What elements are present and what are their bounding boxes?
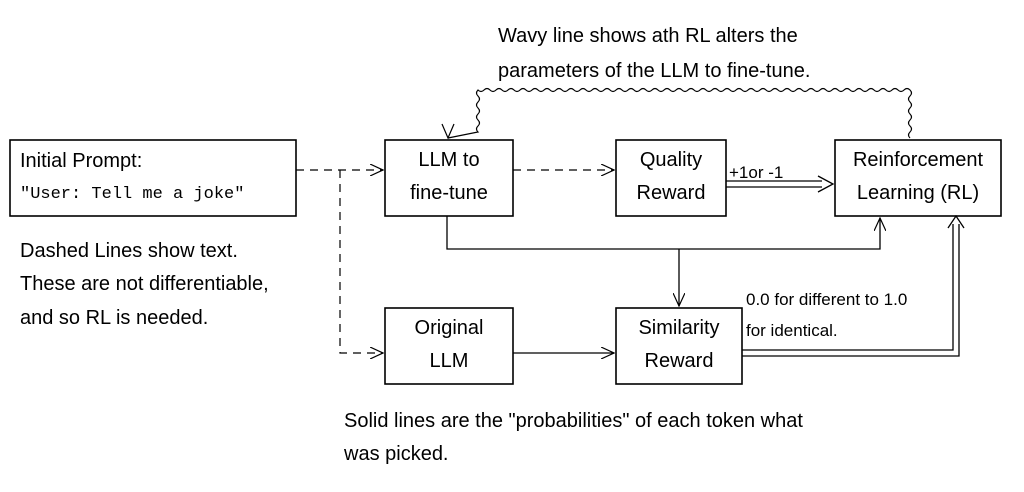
left-note-line1: Dashed Lines show text. — [20, 240, 238, 262]
similarity-reward-line1: Similarity — [638, 317, 720, 339]
wavy-rl-to-llm — [447, 87, 913, 139]
dashed-prompt-to-original — [339, 170, 383, 353]
top-note-line2: parameters of the LLM to fine-tune. — [498, 60, 811, 82]
llm-finetune-box — [384, 139, 514, 217]
double-similarity-to-rl — [742, 224, 960, 357]
left-note-line2: These are not differentiable, — [20, 273, 269, 295]
quality-value-label: +1or -1 — [729, 163, 784, 182]
left-note-line3: and so RL is needed. — [20, 307, 209, 329]
quality-reward-line1: Quality — [639, 149, 703, 171]
similarity-range-label-2: for identical. — [746, 321, 838, 340]
reinforcement-line2: Learning (RL) — [856, 182, 980, 204]
initial-prompt-title: Initial Prompt: — [20, 150, 143, 172]
double-arrowhead-quality — [817, 175, 835, 193]
llm-finetune-line2: fine-tune — [410, 182, 488, 204]
top-note-line1: Wavy line shows ath RL alters the — [498, 25, 798, 47]
double-quality-to-rl — [726, 180, 822, 188]
initial-prompt-example: "User: Tell me a joke" — [20, 185, 245, 204]
quality-reward-box — [615, 139, 727, 217]
original-llm-box — [384, 307, 514, 385]
initial-prompt-box — [9, 139, 297, 217]
reinforcement-line1: Reinforcement — [852, 149, 984, 171]
original-llm-line1: Original — [414, 317, 484, 339]
double-arrowhead-similarity — [947, 214, 965, 229]
quality-reward-line2: Reward — [636, 182, 706, 204]
solid-llm-to-rl — [446, 216, 880, 250]
similarity-range-label-1: 0.0 for different to 1.0 — [746, 290, 908, 309]
similarity-reward-line2: Reward — [644, 350, 714, 372]
bottom-note-line2: was picked. — [344, 443, 449, 465]
bottom-note-line1: Solid lines are the "probabilities" of e… — [344, 410, 803, 432]
original-llm-line2: LLM — [429, 350, 469, 372]
wavy-arrowhead — [441, 123, 455, 140]
llm-finetune-line1: LLM to — [418, 149, 480, 171]
similarity-reward-box — [615, 307, 743, 385]
reinforcement-box — [834, 139, 1002, 217]
